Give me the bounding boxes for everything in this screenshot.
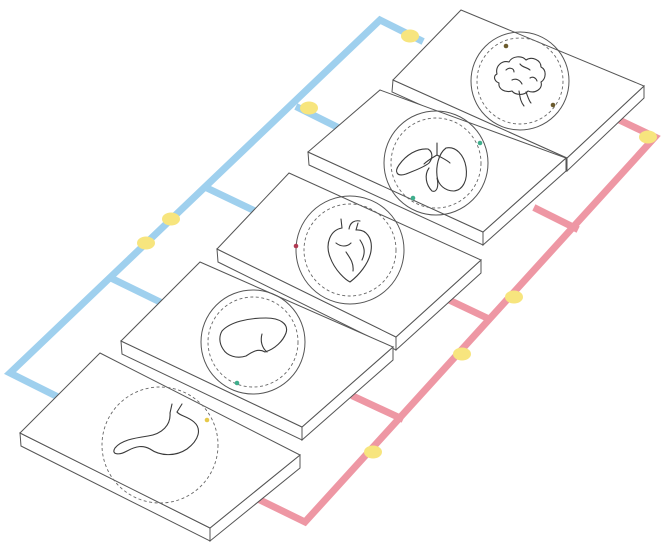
liver-port-marker [235, 381, 240, 386]
pink-branch-lungs [537, 209, 575, 228]
flow-node-pink [453, 348, 471, 361]
flow-node-pink [639, 131, 657, 144]
blue-branch-heart [115, 280, 160, 302]
lung-port-marker [411, 196, 416, 201]
flow-node-blue [401, 30, 419, 43]
blue-branch-lungs [209, 189, 255, 211]
flow-node-blue [162, 213, 180, 226]
brain-port-marker [504, 44, 509, 49]
pink-branch-heart [447, 299, 487, 318]
pink-branch-liver [355, 397, 400, 418]
flow-node-pink [364, 446, 382, 459]
flow-node-blue [137, 237, 155, 250]
brain-port-marker [551, 103, 556, 108]
stomach-port-marker [205, 418, 210, 423]
lung-port-marker [478, 141, 483, 146]
flow-node-pink [505, 291, 523, 304]
heart-port-marker [294, 244, 299, 249]
flow-node-blue [300, 102, 318, 115]
